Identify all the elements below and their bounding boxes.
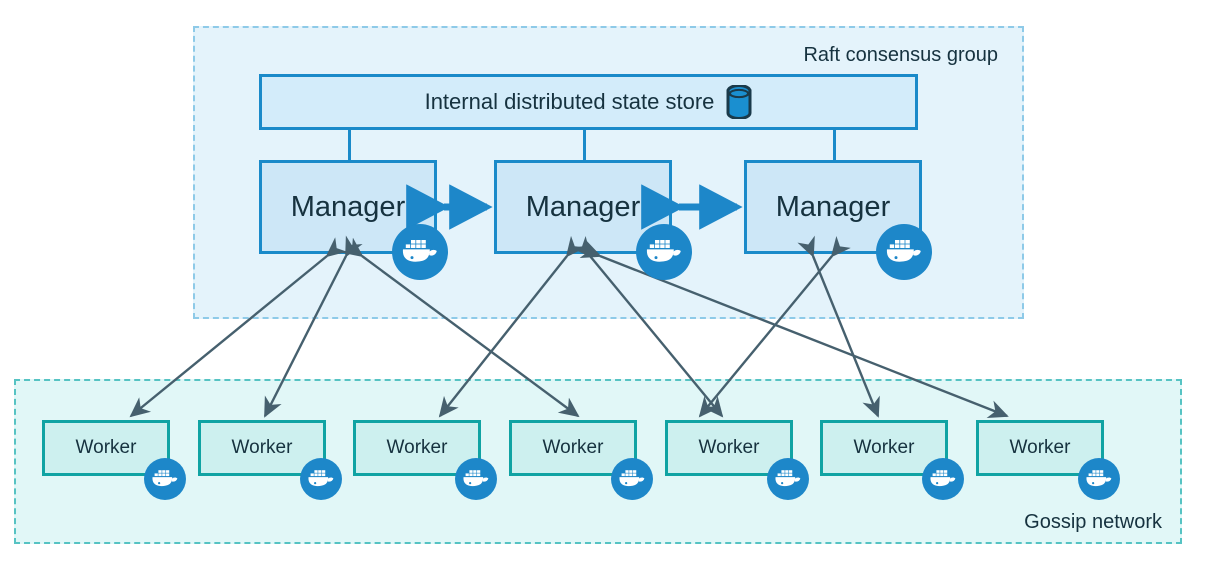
manager-label: Manager	[775, 190, 891, 223]
raft-consensus-group-label: Raft consensus group	[803, 44, 998, 66]
database-cylinder-icon	[726, 85, 752, 119]
docker-whale-icon	[1078, 458, 1120, 500]
docker-whale-icon	[392, 224, 448, 280]
gossip-network-label: Gossip network	[1024, 511, 1162, 533]
connector-store-to-manager-2	[583, 130, 586, 160]
worker-node-4[interactable]: Worker	[509, 420, 637, 476]
internal-distributed-state-store[interactable]: Internal distributed state store	[259, 74, 918, 130]
docker-whale-icon	[144, 458, 186, 500]
worker-label: Worker	[542, 437, 604, 458]
worker-label: Worker	[698, 437, 760, 458]
worker-label: Worker	[853, 437, 915, 458]
state-store-label: Internal distributed state store	[424, 89, 715, 114]
docker-whale-icon	[455, 458, 497, 500]
docker-whale-icon	[876, 224, 932, 280]
manager-label: Manager	[525, 190, 641, 223]
connector-store-to-manager-3	[833, 130, 836, 160]
docker-whale-icon	[922, 458, 964, 500]
docker-whale-icon	[300, 458, 342, 500]
worker-label: Worker	[386, 437, 448, 458]
worker-label: Worker	[1009, 437, 1071, 458]
worker-label: Worker	[231, 437, 293, 458]
worker-label: Worker	[75, 437, 137, 458]
manager-label: Manager	[290, 190, 406, 223]
connector-store-to-manager-1	[348, 130, 351, 160]
docker-whale-icon	[611, 458, 653, 500]
docker-whale-icon	[636, 224, 692, 280]
worker-node-7[interactable]: Worker	[976, 420, 1104, 476]
docker-whale-icon	[767, 458, 809, 500]
